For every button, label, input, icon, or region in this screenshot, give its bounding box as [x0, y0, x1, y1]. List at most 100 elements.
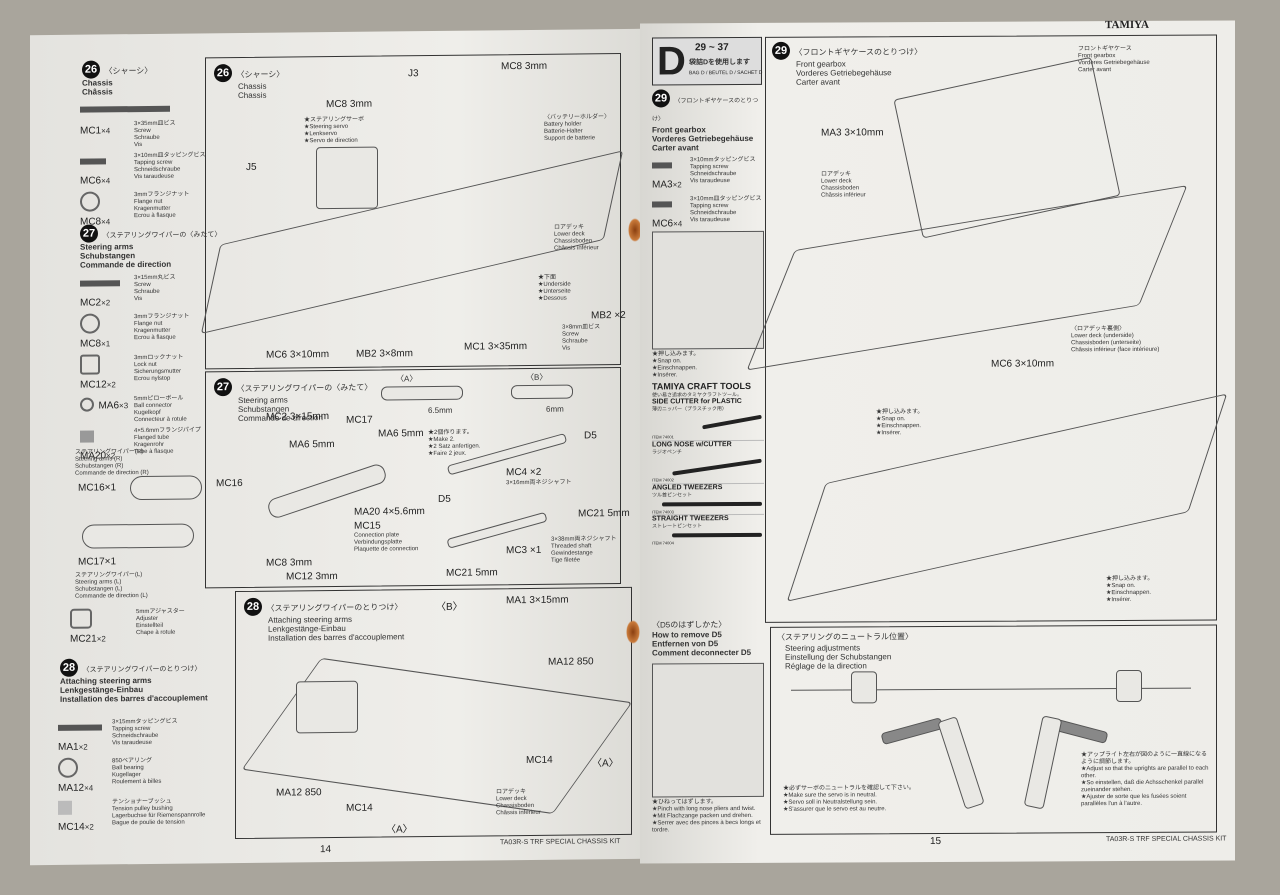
footer-kit-name: TA03R-S TRF SPECIAL CHASSIS KIT: [1106, 835, 1227, 844]
tool-jp: 薄刃ニッパー（プラスチック用）: [652, 406, 727, 413]
part-label: 〈A〉: [592, 758, 619, 770]
mc15-caption: Connection plate Verbindungsplatte Plaqu…: [354, 532, 419, 553]
part-code: MC1: [80, 125, 102, 137]
part-label: MC1 3×35mm: [464, 340, 528, 353]
part-qty: ×2: [101, 298, 111, 308]
servo-caption: ★ステアリングサーボ ★Steering servo ★Lenkservo ★S…: [304, 116, 365, 145]
variant-a-label: 〈A〉: [396, 374, 418, 384]
part-label: MC16: [216, 477, 243, 490]
variant-b-label: 〈B〉: [526, 372, 548, 383]
part-label: MB2 3×8mm: [356, 348, 413, 360]
part-code: MC16×1: [78, 482, 117, 494]
tool-item-number: ITEM 74001: [652, 434, 674, 440]
part-qty: ×4: [84, 783, 94, 793]
step-title-fr: Châssis: [82, 87, 113, 97]
dim-a: 6.5mm: [428, 405, 453, 416]
arm-r-caption: ステアリングワイパー(R) Steering arms (R) Schubsta…: [75, 449, 149, 477]
part-label: MC21 5mm: [446, 567, 498, 579]
panel-step26: 26 〈シャーシ〉Chassis Chassis J3 MC8 3mm MC8 …: [200, 53, 626, 370]
bellcrank-drawing: [937, 716, 985, 810]
sidebar-step28: 28 〈ステアリングワイパーのとりつけ〉 Attaching steering …: [60, 657, 210, 704]
bag-jp: 袋詰Dを使用します: [689, 58, 751, 67]
part-label: MA12 850: [276, 787, 322, 799]
tool-item-number: ITEM 74003: [652, 509, 674, 515]
step-jp: 〈ステアリングワイパーのとりつけ〉: [82, 665, 202, 674]
angled-tweezers-icon: [662, 501, 762, 507]
step-number: 26: [82, 60, 100, 79]
shaft38-caption: 3×38mm両ネジシャフト Threaded shaft Gewindestan…: [551, 536, 617, 564]
right-page: TAMIYA D 29 ~ 37 袋詰Dを使用します BAG D / BEUTE…: [640, 19, 1235, 864]
rust-stain: [626, 620, 640, 644]
arm-l-caption: ステアリングワイパー(L) Steering arms (L) Schubsta…: [75, 572, 148, 600]
snap-note: ★押し込みます。 ★Snap on. ★Einschnappen. ★Insér…: [876, 409, 924, 437]
steering-arm-l-drawing: [82, 523, 194, 549]
bag-letter: D: [657, 39, 686, 84]
part-jp: 3×10mmタッピングビス: [690, 157, 756, 164]
part-label: MA6 5mm: [289, 439, 335, 451]
panel-header: 28 〈ステアリングワイパーのとりつけ〉Attaching steering a…: [244, 596, 404, 643]
side-cutter-icon: [702, 414, 762, 430]
step-jp: 〈フロントギヤケースのとりつけ〉: [794, 47, 923, 57]
part-label: MA12 850: [548, 656, 594, 668]
step-title-fr: Installation des barres d'accouplement: [60, 693, 208, 705]
panel-step27: 27 〈ステアリングワイパーの〈みたて〉Steering arms Schubs…: [205, 367, 630, 589]
craft-tools-ad: TAMIYA CRAFT TOOLS 使い易さ追求のタミヤクラフトツール。 SI…: [652, 381, 764, 545]
ball-connector-icon: [80, 397, 94, 412]
adjuster-icon: [70, 608, 92, 629]
part-qty: ×4: [101, 176, 111, 186]
tool-jp: ツル首ピンセット: [652, 492, 693, 499]
part-desc: Ball bearing Kugellager Roulement à bill…: [112, 765, 162, 786]
bag-d-box: D 29 ~ 37 袋詰Dを使用します BAG D / BEUTEL D / S…: [652, 36, 763, 86]
part-label: 〈A〉: [386, 824, 413, 836]
part-desc: Tension pulley bushing Lagerbuchse für R…: [112, 805, 206, 827]
step-title: Front gearbox Vorderes Getriebegehäuse C…: [796, 59, 892, 87]
lock-nut-icon: [80, 354, 100, 375]
step-jp: 〈シャーシ〉: [104, 66, 153, 76]
part-code: MC12: [80, 379, 107, 391]
part-label: MC8 3mm: [326, 98, 373, 111]
panel-header: 29 〈フロントギヤケースのとりつけ〉 Front gearbox Vordere…: [772, 41, 922, 87]
step-number: 29: [772, 41, 790, 60]
panel-step28: 28 〈ステアリングワイパーのとりつけ〉Attaching steering a…: [235, 586, 633, 840]
upright-note: ★アップライト左右が図のように一直線になるように調節します。 ★Adjust s…: [1081, 751, 1209, 808]
snap-detail-drawing: [652, 230, 764, 350]
part-label: MC6 3×10mm: [266, 349, 330, 361]
part-label: MA6 5mm: [378, 428, 424, 440]
deck-caption: ロアデッキ Lower deck Chassisboden Châssis in…: [821, 171, 866, 199]
part-label: MA3 3×10mm: [821, 127, 884, 139]
part-label: MC12 3mm: [286, 570, 338, 583]
flange-nut-icon: [80, 313, 100, 334]
part-qty: ×3: [119, 401, 129, 411]
part-qty: ×2: [672, 180, 682, 190]
step-title: Attaching steering arms Lenkgestänge-Ein…: [268, 615, 405, 643]
part-code: MC17×1: [78, 556, 117, 568]
step-title: Front gearbox Vorderes Getriebegehäuse C…: [652, 125, 754, 153]
long-nose-pliers-icon: [672, 458, 762, 476]
left-page: 26 〈シャーシ〉 Chassis Châssis MC1×4 3×35mm皿ビ…: [30, 28, 642, 866]
part-label: MC14: [346, 802, 373, 814]
part-desc: Tapping screw Schneidschraube Vis taraud…: [690, 164, 737, 185]
step-number: 29: [652, 89, 670, 108]
part-code: MC6: [652, 218, 674, 230]
make-2-note: ★2個作ります。 ★Make 2. ★2 Satz anfertigen. ★F…: [428, 429, 481, 458]
part-label: MC2 3×15mm: [266, 411, 330, 423]
step-jp: 〈シャーシ〉: [236, 69, 285, 80]
part-label: MC15: [354, 520, 381, 532]
part-code: MA12: [58, 782, 85, 794]
tool-jp: ラジオペンチ: [652, 449, 682, 456]
rod-a-drawing: [381, 385, 463, 401]
part-desc: Tapping screw Schneidschraube Vis taraud…: [112, 725, 159, 747]
part-label: D5: [584, 430, 597, 442]
remove-d5-title: How to remove D5 Entfernen von D5 Commen…: [652, 630, 752, 658]
bag-sub: BAG D / BEUTEL D / SACHET D: [689, 69, 763, 77]
part-label: MA1 3×15mm: [506, 594, 569, 607]
deck-underside-caption: 〈ロアデッキ裏側〉 Lower deck (underside) Chassis…: [1071, 326, 1160, 354]
step-jp: 〈ステアリングワイパーの〈みたて〉: [236, 382, 373, 394]
part-label: MC8 3mm: [501, 60, 548, 73]
bushing-icon: [58, 800, 72, 815]
part-code: MA3: [652, 179, 673, 191]
